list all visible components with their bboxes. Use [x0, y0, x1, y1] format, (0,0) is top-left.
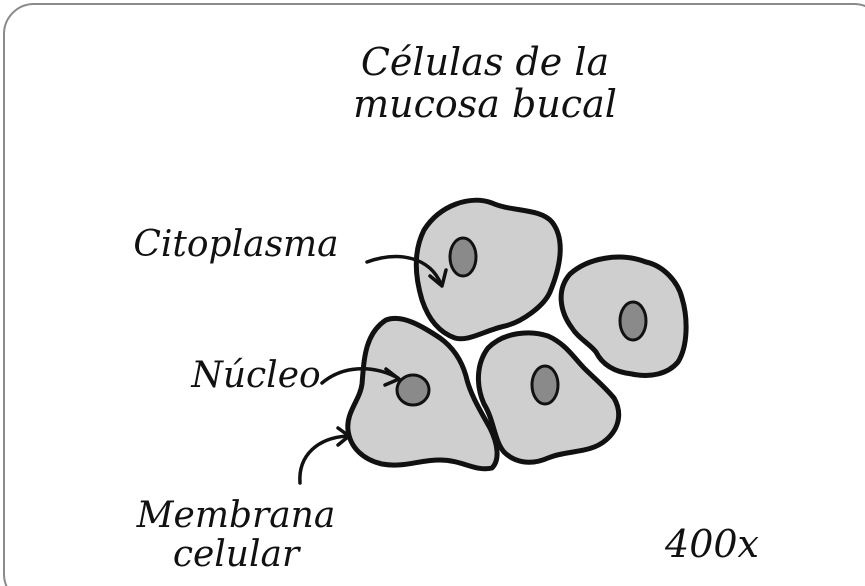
label-cytoplasm: Citoplasma: [133, 224, 338, 265]
membrane-arrowhead: [336, 426, 351, 447]
cytoplasm-arrow: [365, 254, 443, 286]
nucleus-bottom-left: [395, 373, 431, 407]
label-nucleus: Núcleo: [190, 355, 320, 396]
nucleus-top: [448, 236, 478, 278]
pointer-arrows: [298, 254, 448, 485]
cell-top: [413, 197, 563, 342]
label-membrane-line-2: celular: [173, 534, 301, 575]
nucleus-arrowhead: [383, 367, 401, 387]
magnification-label: 400x: [664, 522, 759, 566]
title-line-2: mucosa bucal: [353, 82, 617, 126]
label-membrane-line-1: Membrana: [136, 495, 336, 536]
nucleus-bottom-middle: [530, 364, 560, 406]
cytoplasm-arrowhead: [428, 268, 448, 288]
title-line-1: Células de la: [361, 40, 609, 84]
nucleus-right: [618, 300, 648, 342]
membrane-arrow: [298, 434, 349, 485]
cell-cluster: [345, 197, 689, 472]
